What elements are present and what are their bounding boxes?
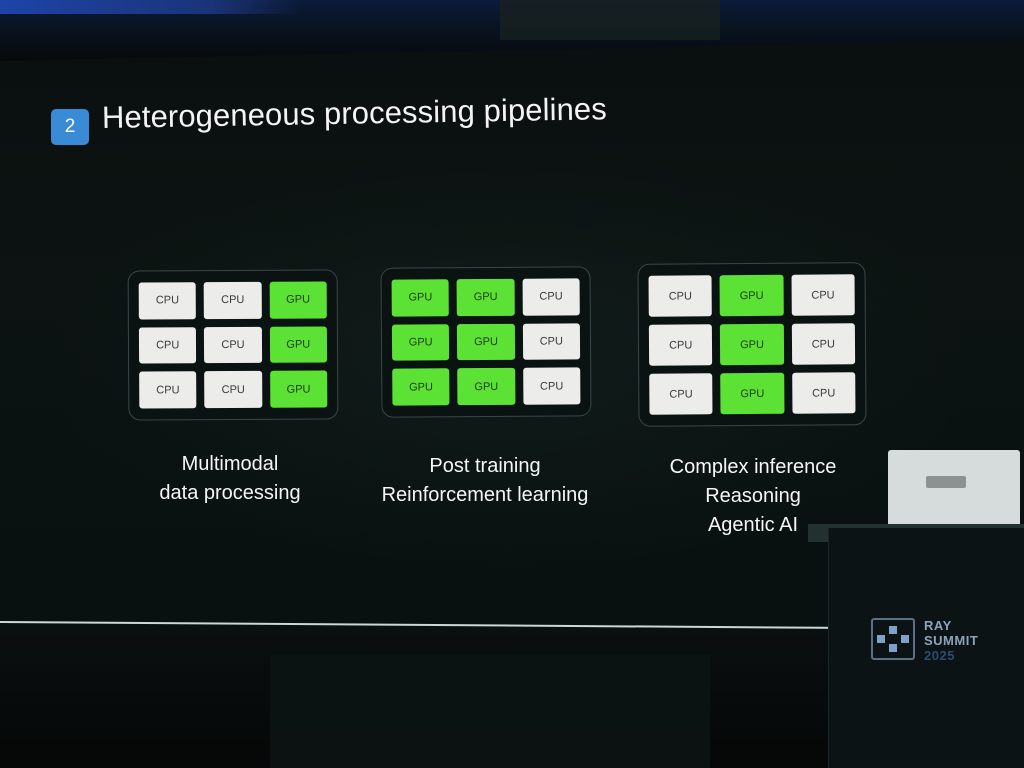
cpu-cell: CPU: [522, 323, 581, 361]
cpu-cell: CPU: [138, 326, 197, 364]
sign-line-2: SUMMIT: [924, 633, 979, 648]
gpu-cell: GPU: [457, 323, 515, 361]
gpu-cell: GPU: [720, 372, 785, 415]
laptop: [888, 450, 1020, 530]
gpu-cell: GPU: [457, 368, 516, 406]
cpu-cell: CPU: [138, 282, 197, 320]
gpu-cell: GPU: [720, 323, 784, 366]
laptop-logo-sticker: [926, 476, 966, 488]
caption-line: data processing: [159, 482, 301, 504]
gpu-cell: GPU: [269, 281, 327, 319]
gpu-cell: GPU: [456, 278, 515, 316]
cpu-cell: CPU: [522, 367, 581, 405]
cpu-cell: CPU: [791, 372, 856, 414]
gpu-cell: GPU: [269, 326, 328, 364]
podium: [828, 528, 1024, 768]
background-wall: [500, 0, 720, 40]
ray-summit-sign: RAY SUMMIT 2025: [924, 618, 978, 663]
cpu-cell: CPU: [791, 323, 856, 365]
caption-line: Multimodal: [181, 453, 279, 475]
cpu-cell: CPU: [139, 371, 197, 409]
cpu-cell: CPU: [204, 326, 262, 364]
caption-line: Complex inference: [669, 456, 837, 478]
gpu-cell: GPU: [391, 323, 450, 361]
cpu-cell: CPU: [791, 274, 855, 316]
ceiling-light: [0, 0, 300, 14]
cpu-cell: CPU: [648, 324, 713, 366]
cpu-cell: CPU: [649, 373, 713, 415]
caption-multimodal: Multimodal data processing: [150, 450, 310, 508]
slide-number-badge: 2: [51, 109, 89, 145]
sign-line-1: RAY: [924, 618, 952, 633]
caption-line: Reasoning: [705, 485, 801, 507]
gpu-cell: GPU: [719, 274, 784, 317]
cpu-cell: CPU: [522, 278, 580, 316]
cpu-cell: CPU: [204, 371, 262, 409]
caption-line: Post training: [429, 455, 541, 477]
caption-line: Reinforcement learning: [381, 484, 589, 506]
caption-line: Agentic AI: [707, 514, 799, 536]
cpu-cell: CPU: [203, 281, 262, 319]
stage-panel: [270, 655, 710, 768]
ray-summit-logo-icon: [871, 618, 915, 660]
gpu-cell: GPU: [391, 279, 450, 317]
gpu-cell: GPU: [269, 370, 328, 408]
gpu-cell: GPU: [392, 368, 450, 406]
background-top: [0, 0, 1024, 60]
sign-line-3: 2025: [924, 648, 955, 663]
cpu-cell: CPU: [648, 275, 713, 317]
